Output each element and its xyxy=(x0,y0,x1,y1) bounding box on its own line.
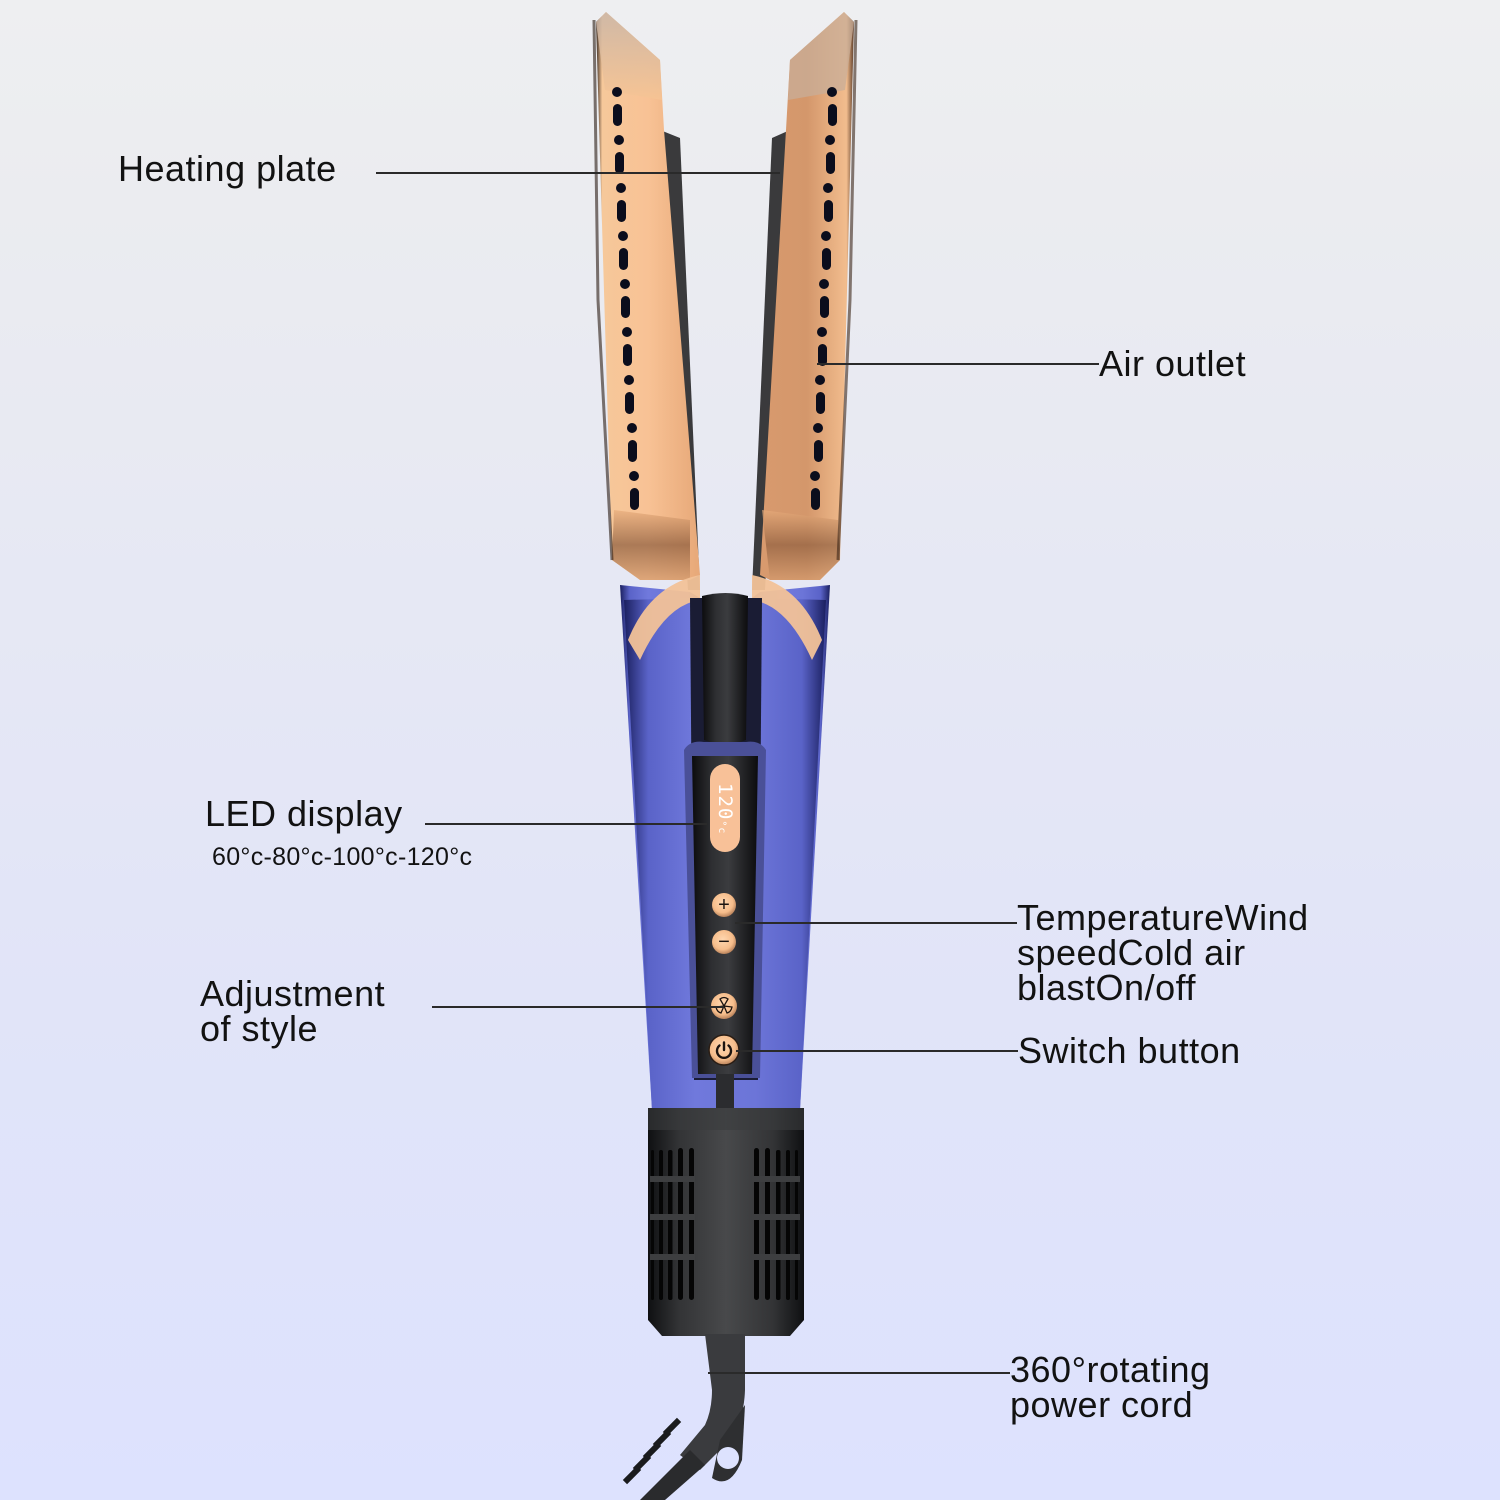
led-readout: 120°c xyxy=(710,783,740,835)
label-temp-controls: TemperatureWind speedCold air blastOn/of… xyxy=(1017,897,1309,1008)
led-unit: °c xyxy=(716,820,727,835)
power-switch-button[interactable] xyxy=(709,1035,739,1065)
label-led-display: LED display xyxy=(205,793,403,834)
label-temp-line-2: speedCold air xyxy=(1017,932,1246,973)
label-temp-line-3: blastOn/off xyxy=(1017,967,1196,1008)
minus-icon: − xyxy=(718,931,730,953)
label-heating-plate: Heating plate xyxy=(118,148,337,189)
plus-button[interactable]: + xyxy=(712,893,736,917)
label-switch-button: Switch button xyxy=(1018,1030,1241,1071)
led-value: 120 xyxy=(714,783,736,821)
leader-led-display xyxy=(425,823,707,825)
leader-heating-plate xyxy=(376,172,780,174)
label-cord-line-1: 360°rotating xyxy=(1010,1349,1211,1390)
leader-switch-button xyxy=(736,1050,1018,1052)
label-cord-line-2: power cord xyxy=(1010,1384,1194,1425)
label-adjust-line-2: of style xyxy=(200,1008,319,1049)
power-icon xyxy=(715,1041,733,1060)
minus-button[interactable]: − xyxy=(712,930,736,954)
led-display xyxy=(710,764,740,852)
label-led-range: 60°c-80°c-100°c-120°c xyxy=(212,843,473,871)
label-adjustment-style: Adjustment of style xyxy=(200,973,386,1049)
leader-adjustment-style xyxy=(432,1006,724,1008)
label-temp-line-1: TemperatureWind xyxy=(1017,897,1309,938)
label-air-outlet: Air outlet xyxy=(1099,343,1247,384)
right-air-outlet-holes xyxy=(810,87,837,510)
leader-power-cord xyxy=(708,1372,1010,1374)
left-heating-plate xyxy=(592,12,700,590)
right-heating-plate xyxy=(752,12,858,590)
leader-temp-controls xyxy=(735,922,1017,924)
label-adjust-line-1: Adjustment xyxy=(200,973,386,1014)
control-buttons xyxy=(708,893,740,1066)
plus-icon: + xyxy=(718,894,730,916)
vent-base xyxy=(648,1108,804,1336)
leader-air-outlet xyxy=(817,363,1099,365)
label-power-cord: 360°rotating power cord xyxy=(1010,1349,1211,1425)
power-cord xyxy=(622,1334,745,1500)
left-air-outlet-holes xyxy=(612,87,639,510)
